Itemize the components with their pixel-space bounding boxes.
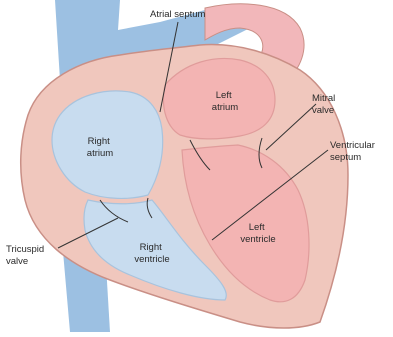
label-mitral-valve: Mitral valve xyxy=(312,93,338,116)
label-tricuspid-line1: Tricuspid xyxy=(6,244,44,255)
label-right-atrium-line1: Right xyxy=(88,136,111,147)
label-atrial-septum: Atrial septum xyxy=(150,9,206,20)
label-right-ventricle-line2: ventricle xyxy=(134,254,169,265)
label-ventricular-septum: Ventricular septum xyxy=(330,140,378,163)
label-vent-septum-line2: septum xyxy=(330,152,361,163)
label-left-atrium-line2: atrium xyxy=(212,102,238,113)
label-left-ventricle-line1: Left xyxy=(249,222,265,233)
label-left-atrium-line1: Left xyxy=(216,90,232,101)
label-mitral-line2: valve xyxy=(312,105,334,116)
label-right-ventricle: Right ventricle xyxy=(134,242,169,265)
label-right-ventricle-line1: Right xyxy=(140,242,163,253)
label-mitral-line1: Mitral xyxy=(312,93,335,104)
label-right-atrium-line2: atrium xyxy=(87,148,113,159)
label-left-ventricle-line2: ventricle xyxy=(240,234,275,245)
label-tricuspid-valve: Tricuspid valve xyxy=(6,244,47,267)
label-vent-septum-line1: Ventricular xyxy=(330,140,375,151)
label-tricuspid-line2: valve xyxy=(6,256,28,267)
label-right-atrium: Right atrium xyxy=(87,136,113,159)
